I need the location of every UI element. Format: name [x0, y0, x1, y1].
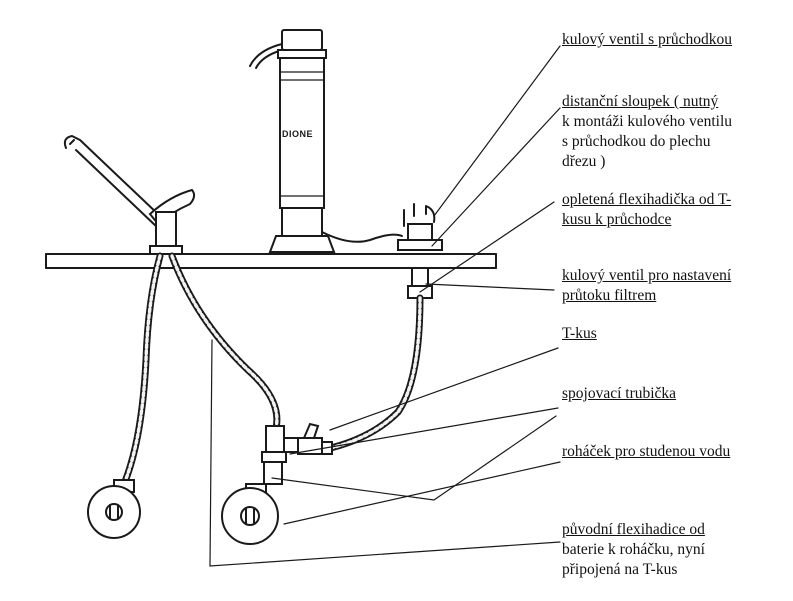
- label-line: k montáži kulového ventilu: [562, 113, 733, 130]
- label-kulovy-ventil-pruchodka: kulový ventil s průchodkou: [562, 30, 788, 50]
- label-spojovaci-trubicka: spojovací trubička: [562, 384, 788, 404]
- faucet-hose-left: [120, 252, 164, 488]
- label-line: kusu k průchodce: [562, 211, 672, 228]
- label-line: připojená na T-kus: [562, 561, 678, 578]
- connecting-tube: [263, 461, 283, 485]
- label-rohacek: roháček pro studenou vodu: [562, 442, 788, 462]
- label-line: opletená flexihadička od T-: [562, 191, 732, 208]
- filter-brand-text: DIONE: [282, 129, 313, 139]
- label-line: kulový ventil s průchodkou: [562, 31, 733, 48]
- filter-column: DIONE: [249, 29, 336, 253]
- leader-lines: [209, 45, 561, 567]
- angle-valve-left: [87, 479, 141, 539]
- label-line: baterie k roháčku, nyní: [562, 541, 705, 558]
- t-piece: [261, 425, 299, 463]
- label-line: spojovací trubička: [562, 385, 677, 402]
- label-line: původní flexihadice od: [562, 521, 705, 538]
- sink-plate: [45, 253, 497, 269]
- faucet-hose-right: [168, 252, 281, 432]
- label-line: dřezu ): [562, 153, 606, 170]
- label-opletena-flexihadicka: opletená flexihadička od T-kusu k průcho…: [562, 190, 788, 230]
- label-puvodni-flexihadice: původní flexihadice od baterie k roháčku,…: [562, 520, 788, 580]
- label-line: distanční sloupek ( nutný: [562, 93, 719, 110]
- label-line: roháček pro studenou vodu: [562, 443, 731, 460]
- angle-valve-right: [221, 483, 279, 545]
- label-t-kus: T-kus: [562, 324, 788, 344]
- label-kulovy-ventil-prutok: kulový ventil pro nastavení průtoku filtr…: [562, 266, 788, 306]
- label-line: T-kus: [562, 325, 597, 342]
- label-line: průtoku filtrem: [562, 287, 657, 304]
- label-line: kulový ventil pro nastavení: [562, 267, 732, 284]
- label-distancni-sloupek: distanční sloupek ( nutný k montáži kulov…: [562, 92, 788, 172]
- label-line: s průchodkou do plechu: [562, 133, 711, 150]
- filter-outlet-tube: [321, 231, 403, 243]
- faucet: [63, 135, 196, 255]
